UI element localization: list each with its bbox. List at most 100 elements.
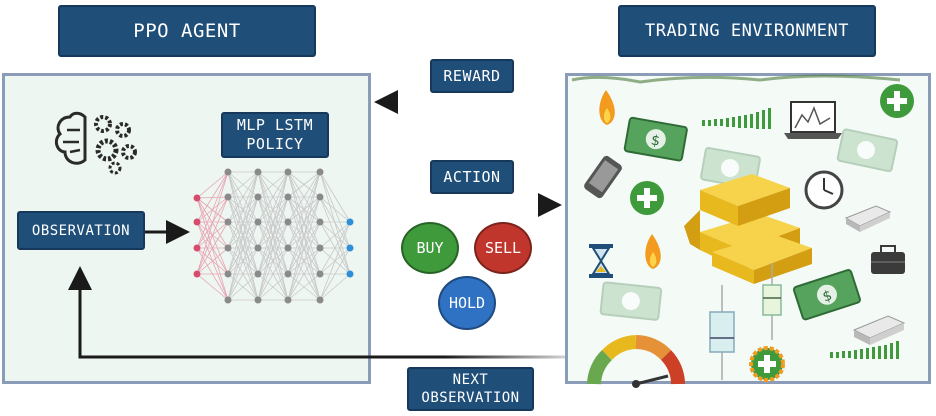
nn-connection xyxy=(287,171,321,275)
laptop-chart-icon xyxy=(784,101,842,139)
nn-node xyxy=(193,218,201,226)
nn-connection xyxy=(319,221,351,301)
banknote-icon xyxy=(599,281,663,321)
candlestick-icon xyxy=(709,285,735,380)
nn-node xyxy=(254,168,262,176)
nn-node xyxy=(224,296,232,304)
nn-node xyxy=(316,218,324,226)
nn-connection xyxy=(319,171,351,223)
nn-connection xyxy=(227,247,259,301)
observation-label: OBSERVATION xyxy=(17,211,145,250)
nn-connection xyxy=(196,171,229,249)
nn-node xyxy=(254,193,262,201)
nn-node xyxy=(284,218,292,226)
nn-connection xyxy=(227,171,259,275)
silver-bar-icon xyxy=(852,315,906,345)
banknote-icon: $ xyxy=(792,269,861,321)
nn-node xyxy=(284,193,292,201)
phone-icon xyxy=(584,155,622,199)
nn-node xyxy=(193,270,201,278)
silver-bar-icon xyxy=(844,205,892,232)
nn-connection xyxy=(319,221,351,249)
environment-icons: $ $ xyxy=(571,74,914,388)
svg-text:$: $ xyxy=(650,132,662,149)
nn-node xyxy=(346,270,354,278)
nn-connection xyxy=(227,171,259,301)
briefcase-icon xyxy=(871,245,905,274)
nn-connection xyxy=(196,221,229,275)
nn-connection xyxy=(227,171,259,223)
nn-connection xyxy=(257,196,289,301)
plus-icon xyxy=(749,346,785,382)
signal-bars-icon xyxy=(830,341,899,359)
nn-node xyxy=(316,270,324,278)
plus-icon xyxy=(630,181,664,215)
action-label: ACTION xyxy=(430,160,514,194)
brain-gears-icon xyxy=(54,111,137,175)
nn-connection xyxy=(227,171,259,249)
nn-node xyxy=(224,270,232,278)
nn-connection xyxy=(287,273,321,301)
nn-connection xyxy=(257,221,289,301)
nn-node xyxy=(254,244,262,252)
nn-node xyxy=(254,218,262,226)
nn-connection xyxy=(257,273,289,301)
nn-node xyxy=(193,194,201,202)
nn-node xyxy=(284,270,292,278)
nn-connection xyxy=(196,197,229,301)
nn-node xyxy=(254,296,262,304)
hold-action: HOLD xyxy=(438,276,496,330)
nn-node xyxy=(316,296,324,304)
banknote-icon: $ xyxy=(623,116,688,162)
nn-node xyxy=(284,168,292,176)
policy-label: MLP LSTM POLICY xyxy=(221,112,329,158)
fire-icon xyxy=(645,234,661,269)
nn-connection xyxy=(257,247,289,301)
nn-connection xyxy=(257,171,289,223)
nn-connection xyxy=(287,171,321,249)
nn-connection xyxy=(287,171,321,301)
banknote-icon xyxy=(836,128,899,173)
nn-connection xyxy=(287,247,321,301)
hourglass-icon xyxy=(589,244,613,278)
nn-connection xyxy=(196,171,229,223)
nn-node xyxy=(284,244,292,252)
nn-connection xyxy=(196,171,229,275)
nn-connection xyxy=(287,171,321,198)
nn-node xyxy=(316,168,324,176)
nn-node xyxy=(284,296,292,304)
nn-node xyxy=(224,218,232,226)
nn-connection xyxy=(319,221,351,275)
trading-environment-title: TRADING ENVIRONMENT xyxy=(618,5,876,57)
nn-connection xyxy=(319,247,351,301)
nn-connection xyxy=(287,221,321,301)
clock-icon xyxy=(804,170,844,210)
nn-node xyxy=(224,244,232,252)
nn-connection xyxy=(319,196,351,223)
neural-network xyxy=(193,168,354,304)
candlestick-icon xyxy=(762,263,782,340)
ppo-agent-title: PPO AGENT xyxy=(58,5,316,57)
nn-connection xyxy=(227,221,259,301)
nn-connection xyxy=(257,171,289,249)
nn-connection xyxy=(257,171,289,198)
nn-node xyxy=(346,244,354,252)
reward-label: REWARD xyxy=(430,59,514,93)
nn-node xyxy=(346,218,354,226)
nn-node xyxy=(316,244,324,252)
nn-connection xyxy=(257,171,289,301)
nn-connection xyxy=(196,247,229,275)
nn-connection xyxy=(257,171,289,275)
nn-connection xyxy=(196,273,229,301)
next-observation-arrow xyxy=(68,266,565,359)
nn-node xyxy=(224,193,232,201)
nn-connection xyxy=(196,196,229,275)
nn-node xyxy=(254,270,262,278)
next-observation-label: NEXT OBSERVATION xyxy=(407,367,534,411)
nn-node xyxy=(316,193,324,201)
plus-icon xyxy=(880,84,914,118)
gauge-icon xyxy=(587,335,685,388)
nn-node xyxy=(193,244,201,252)
nn-connection xyxy=(319,273,351,301)
fire-icon xyxy=(599,90,615,125)
